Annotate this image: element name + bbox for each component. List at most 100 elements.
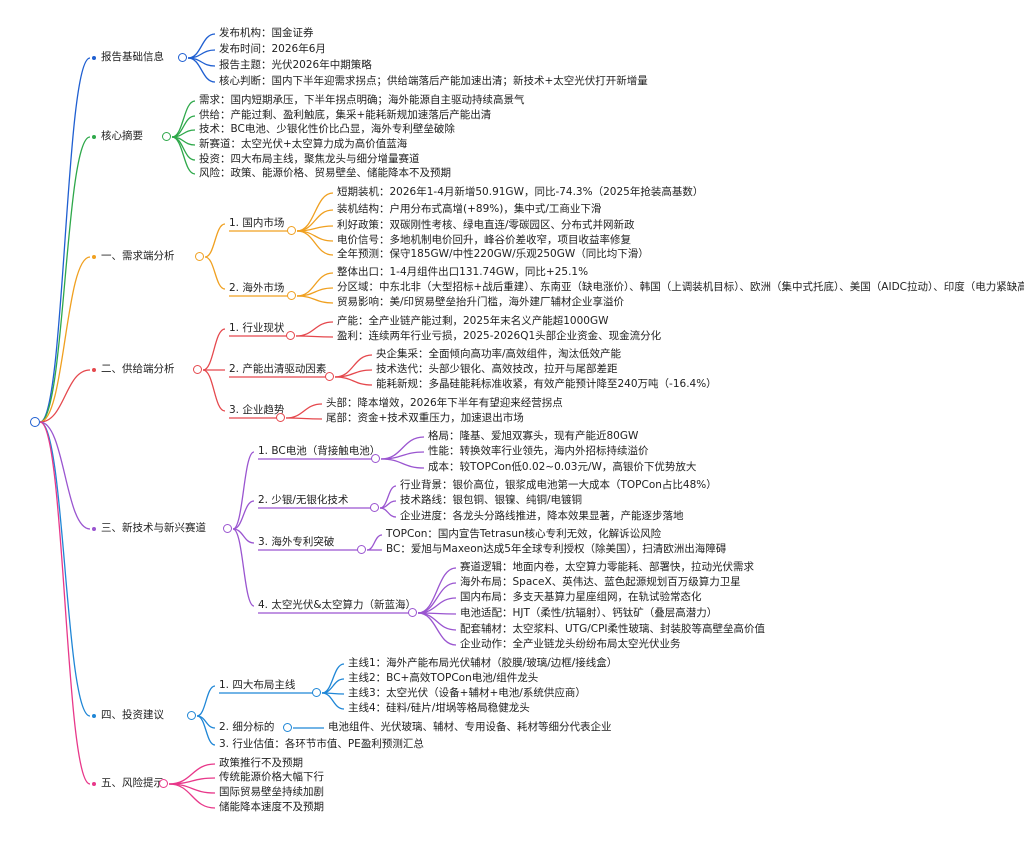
connector-line [295, 335, 334, 338]
section-expand-toggle[interactable] [223, 524, 232, 533]
leaf-item[interactable]: 盈利：连续两年行业亏损，2025-2026Q1头部企业资金、现金流分化 [337, 330, 662, 342]
branch-item[interactable]: 2. 少银/无银化技术 [258, 494, 349, 506]
section-title[interactable]: 核心摘要 [101, 130, 143, 142]
branch-item[interactable]: 2. 细分标的 [219, 721, 275, 733]
leaf-item[interactable]: 格局：隆基、爱旭双寡头，现有产能近80GW [428, 430, 639, 442]
branch-expand-toggle[interactable] [371, 454, 380, 463]
branch-item[interactable]: 储能降本速度不及预期 [219, 801, 324, 813]
branch-item[interactable]: 报告主题：光伏2026年中期策略 [219, 59, 372, 71]
leaf-item[interactable]: 头部：降本增效，2026年下半年有望迎来经营拐点 [326, 397, 563, 409]
branch-item[interactable]: 4. 太空光伏&太空算力（新蓝海） [258, 599, 417, 611]
connector-line [204, 223, 226, 258]
branch-item[interactable]: 供给：产能过剩、盈利触底，集采+能耗新规加速落后产能出清 [199, 109, 492, 121]
leaf-item[interactable]: 国内布局：多支天基算力星座组网，在轨试验常态化 [460, 591, 702, 603]
leaf-item[interactable]: 性能：转换效率行业领先，海内外招标持续溢价 [428, 445, 649, 457]
branch-item[interactable]: 技术：BC电池、少银化性价比凸显，海外专利壁垒破除 [199, 123, 455, 135]
branch-expand-toggle[interactable] [408, 608, 417, 617]
leaf-item[interactable]: 央企集采：全面倾向高功率/高效组件，淘汰低效产能 [376, 348, 622, 360]
root-node[interactable] [30, 417, 40, 427]
branch-item[interactable]: 国际贸易壁垒持续加剧 [219, 786, 324, 798]
leaf-item[interactable]: 短期装机：2026年1-4月新增50.91GW，同比-74.3%（2025年抢装… [337, 186, 704, 198]
connector-line [39, 256, 91, 423]
section-bullet [92, 714, 96, 718]
section-expand-toggle[interactable] [162, 132, 171, 141]
section-expand-toggle[interactable] [195, 252, 204, 261]
leaf-item[interactable]: 成本：较TOPCon低0.02~0.03元/W，高银价下优势放大 [428, 461, 697, 473]
leaf-item[interactable]: 电价信号：多地机制电价回升，峰谷价差收窄，项目收益率修复 [337, 234, 631, 246]
section-expand-toggle[interactable] [159, 779, 168, 788]
leaf-item[interactable]: 主线3：太空光伏（设备+辅材+电池/系统供应商） [348, 687, 586, 699]
branch-item[interactable]: 3. 企业趋势 [229, 404, 285, 416]
branch-item[interactable]: 2. 海外市场 [229, 282, 285, 294]
branch-expand-toggle[interactable] [283, 723, 292, 732]
leaf-item[interactable]: 尾部：资金+技术双重压力，加速退出市场 [326, 412, 524, 424]
leaf-item[interactable]: 主线4：硅料/硅片/坩埚等格局稳健龙头 [348, 702, 530, 714]
branch-expand-toggle[interactable] [287, 291, 296, 300]
branch-item[interactable]: 发布时间：2026年6月 [219, 43, 326, 55]
branch-item[interactable]: 需求：国内短期承压，下半年拐点明确；海外能源自主驱动持续高景气 [199, 94, 525, 106]
leaf-item[interactable]: 电池组件、光伏玻璃、辅材、专用设备、耗材等细分代表企业 [328, 721, 612, 733]
connector-line [295, 321, 334, 337]
connector-line [232, 528, 255, 607]
branch-item[interactable]: 风险：政策、能源价格、贸易壁垒、储能降本不及预期 [199, 167, 451, 179]
leaf-item[interactable]: 技术路线：银包铜、银镍、纯铜/电镀铜 [400, 494, 583, 506]
branch-expand-toggle[interactable] [325, 372, 334, 381]
branch-item[interactable]: 2. 产能出清驱动因素 [229, 363, 327, 375]
branch-item[interactable]: 1. 国内市场 [229, 217, 285, 229]
branch-expand-toggle[interactable] [287, 226, 296, 235]
leaf-item[interactable]: 分区域：中东北非（大型招标+战后重建）、东南亚（缺电涨价）、韩国（上调装机目标）… [337, 281, 1024, 293]
section-title[interactable]: 一、需求端分析 [101, 250, 175, 262]
section-bullet [92, 56, 96, 60]
section-title[interactable]: 二、供给端分析 [101, 363, 175, 375]
branch-expand-toggle[interactable] [370, 503, 379, 512]
branch-item[interactable]: 1. BC电池（背接触电池） [258, 445, 381, 457]
leaf-item[interactable]: 全年预测：保守185GW/中性220GW/乐观250GW（同比均下滑） [337, 248, 649, 260]
section-title[interactable]: 报告基础信息 [101, 51, 164, 63]
connector-line [202, 328, 226, 371]
branch-expand-toggle[interactable] [357, 545, 366, 554]
leaf-item[interactable]: TOPCon：国内宣告Tetrasun核心专利无效，化解诉讼风险 [386, 528, 662, 540]
leaf-item[interactable]: 技术迭代：头部少银化、高效技改，拉开与尾部差距 [376, 363, 618, 375]
leaf-item[interactable]: 能耗新规：多晶硅能耗标准收紧，有效产能预计降至240万吨（-16.4%） [376, 378, 717, 390]
leaf-item[interactable]: 电池适配：HJT（柔性/抗辐射）、钙钛矿（叠层高潜力） [460, 607, 718, 619]
section-title[interactable]: 三、新技术与新兴赛道 [101, 522, 206, 534]
leaf-item[interactable]: 主线1：海外产能布局光伏辅材（胶膜/玻璃/边框/接线盒） [348, 657, 618, 669]
connector-line [321, 678, 345, 694]
branch-item[interactable]: 核心判断：国内下半年迎需求拐点；供给端落后产能加速出清；新技术+太空光伏打开新增… [219, 75, 648, 87]
section-expand-toggle[interactable] [193, 365, 202, 374]
leaf-item[interactable]: BC：爱旭与Maxeon达成5年全球专利授权（除美国），扫清欧洲出海障碍 [386, 543, 727, 555]
branch-item[interactable]: 政策推行不及预期 [219, 757, 303, 769]
leaf-item[interactable]: 海外布局：SpaceX、英伟达、蓝色起源规划百万级算力卫星 [460, 576, 741, 588]
leaf-item[interactable]: 产能：全产业链产能过剩，2025年末名义产能超1000GW [337, 315, 609, 327]
section-title[interactable]: 五、风险提示 [101, 777, 164, 789]
branch-item[interactable]: 1. 四大布局主线 [219, 679, 296, 691]
branch-item[interactable]: 1. 行业现状 [229, 322, 285, 334]
branch-expand-toggle[interactable] [312, 688, 321, 697]
branch-item[interactable]: 3. 行业估值：各环节市值、PE盈利预测汇总 [219, 738, 424, 750]
section-expand-toggle[interactable] [187, 711, 196, 720]
branch-item[interactable]: 传统能源价格大幅下行 [219, 771, 324, 783]
branch-item[interactable]: 发布机构：国金证券 [219, 27, 314, 39]
branch-expand-toggle[interactable] [276, 413, 285, 422]
leaf-item[interactable]: 企业动作：全产业链龙头纷纷布局太空光伏业务 [460, 638, 681, 650]
branch-item[interactable]: 新赛道：太空光伏+太空算力成为高价值蓝海 [199, 138, 408, 150]
leaf-item[interactable]: 贸易影响：美/印贸易壁垒抬升门槛，海外建厂辅材企业享溢价 [337, 296, 625, 308]
leaf-item[interactable]: 赛道逻辑：地面内卷，太空算力零能耗、部署快，拉动光伏需求 [460, 561, 754, 573]
section-title[interactable]: 四、投资建议 [101, 709, 164, 721]
leaf-item[interactable]: 整体出口：1-4月组件出口131.74GW，同比+25.1% [337, 266, 589, 278]
section-expand-toggle[interactable] [178, 53, 187, 62]
connector-line [232, 500, 255, 530]
connector-line [334, 376, 373, 386]
leaf-item[interactable]: 利好政策：双碳刚性考核、绿电直连/零碳园区、分布式并网新政 [337, 219, 635, 231]
branch-item[interactable]: 投资：四大布局主线，聚焦龙头与细分增量赛道 [199, 153, 420, 165]
leaf-item[interactable]: 行业背景：银价高位，银浆成电池第一大成本（TOPCon占比48%） [400, 479, 717, 491]
leaf-item[interactable]: 装机结构：户用分布式高增(+89%)，集中式/工商业下滑 [337, 203, 602, 215]
leaf-item[interactable]: 企业进度：各龙头分路线推进，降本效果显著，产能逐步落地 [400, 510, 684, 522]
section-bullet [92, 135, 96, 139]
branch-item[interactable]: 3. 海外专利突破 [258, 536, 335, 548]
branch-expand-toggle[interactable] [286, 331, 295, 340]
leaf-item[interactable]: 配套辅材：太空浆料、UTG/CPI柔性玻璃、封装胶等高壁垒高价值 [460, 623, 766, 635]
leaf-item[interactable]: 主线2：BC+高效TOPCon电池/组件龙头 [348, 672, 539, 684]
